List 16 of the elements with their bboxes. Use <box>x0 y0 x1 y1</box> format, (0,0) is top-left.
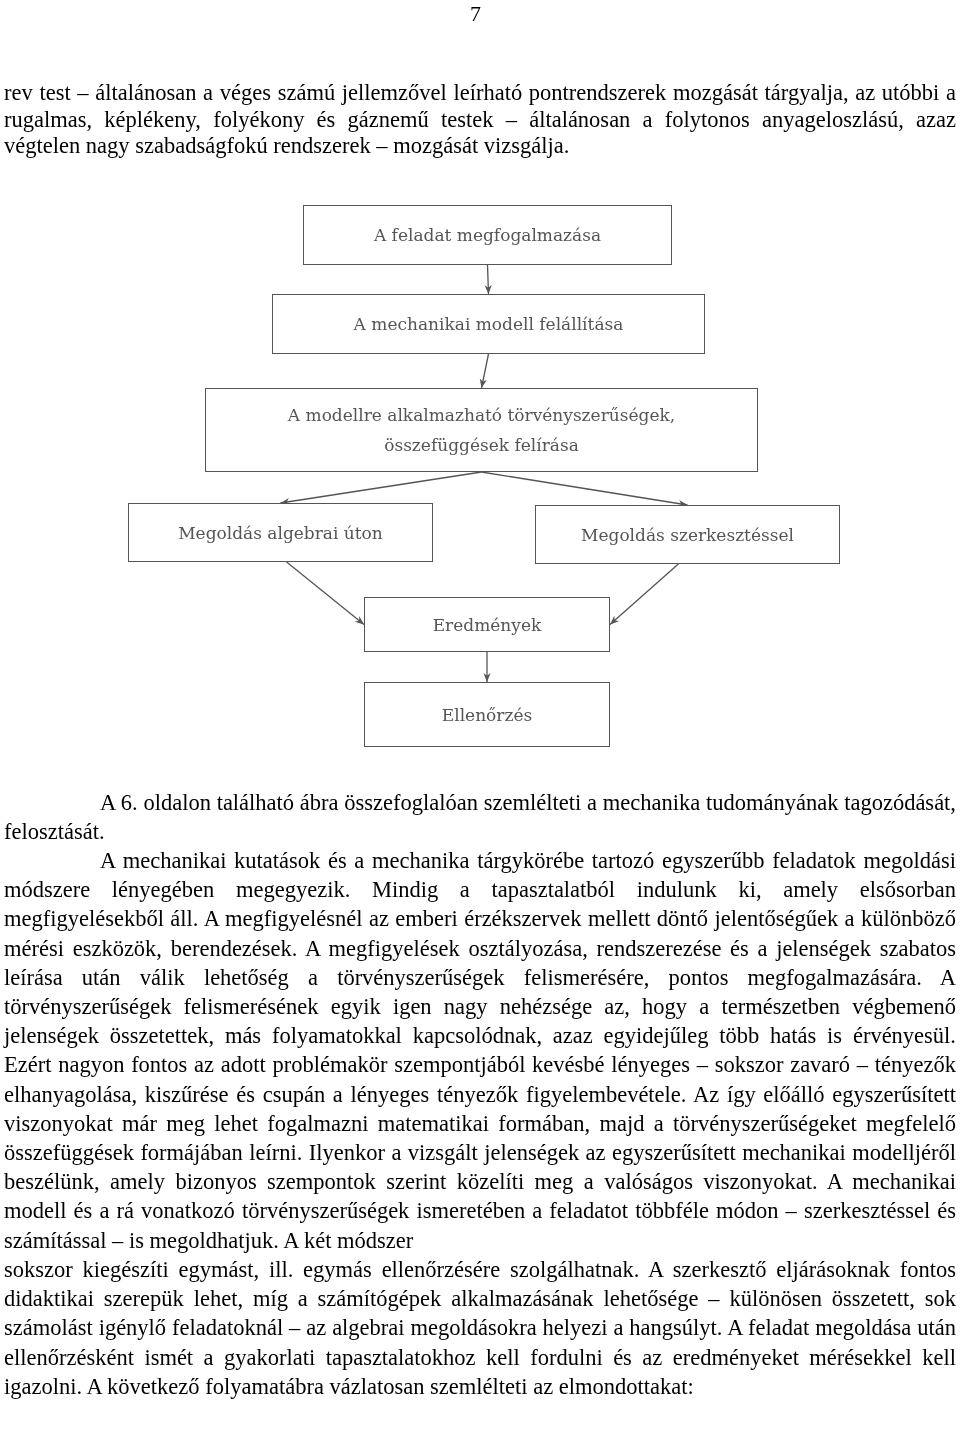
process-box: Megoldás szerkesztéssel <box>535 505 840 564</box>
page-number: 7 <box>470 0 482 28</box>
arrow <box>484 264 492 295</box>
paragraph: rev test – általánosan a véges számú jellemzővel leírható pontrendszerek mozgását tárgyalja, az utóbbi a rugalmas, képlékeny, folyékony és gáznemű testek – általánosan a folytonos anyageloszlású, azaz végtelen nagy szabadságfokú rendszerek – mozgását vizsgálja. <box>4 80 956 160</box>
process-box: Megoldás algebrai úton <box>128 503 433 562</box>
arrow <box>285 561 365 626</box>
arrow <box>479 353 490 389</box>
process-box: A modellre alkalmazható törvényszerűségek, összefüggések felírása <box>205 388 758 472</box>
paragraph: A 6. oldalon található ábra összefoglalóan szemlélteti a mechanika tudományának tagozódását, felosztását. <box>4 789 956 847</box>
process-box: A feladat megfogalmazása <box>303 205 672 265</box>
process-box: Eredmények <box>364 597 610 652</box>
arrow <box>483 651 491 683</box>
process-box: Ellenőrzés <box>364 682 610 747</box>
paragraph: sokszor kiegészíti egymást, ill. egymás ellenőrzésére szolgálhatnak. A szerkesztő eljárásoknak fontos didaktikai szerepük lehet, míg a számítógépek alkalmazásának lehetősége – különösen összetett, sok számolást igénylő feladatoknál – az algebrai megoldásokra helyezi a hangsúlyt. A feladat megoldása után ellenőrzésként ismét a gyakorlati tapasztalatokhoz kell fordulni és az eredményeket mérésekkel kell igazolni. A következő folyamatábra vázlatosan szemlélteti az elmondottakat: <box>4 1256 956 1401</box>
process-box: A mechanikai modell felállítása <box>272 294 705 354</box>
arrow <box>609 563 679 626</box>
